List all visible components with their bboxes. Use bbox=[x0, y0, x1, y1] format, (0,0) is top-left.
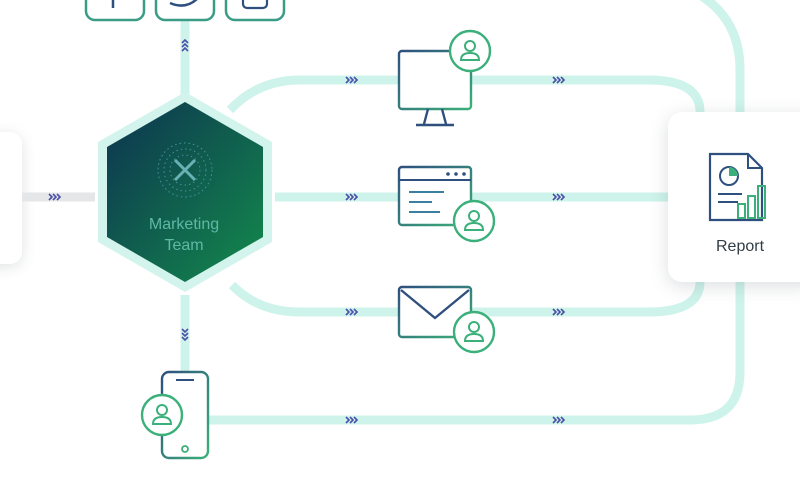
report-card[interactable] bbox=[668, 112, 800, 282]
connector-top bbox=[226, 75, 705, 114]
marketing-team-hub bbox=[98, 92, 272, 292]
hub-logo-icon bbox=[157, 142, 213, 198]
report-label: Report bbox=[715, 238, 765, 255]
user-avatar-envelope-icon bbox=[452, 310, 496, 354]
user-avatar-desktop-icon bbox=[448, 29, 492, 73]
input-source-card bbox=[0, 132, 22, 264]
facebook-icon bbox=[84, 0, 146, 22]
instagram-icon bbox=[224, 0, 286, 22]
browser-window-icon bbox=[397, 165, 473, 227]
user-avatar-phone-icon bbox=[140, 393, 184, 437]
connector-outer-top bbox=[699, 0, 745, 112]
user-avatar-browser-icon bbox=[452, 199, 496, 243]
report-chart-icon bbox=[708, 152, 766, 222]
twitter-icon bbox=[154, 0, 216, 22]
desktop-icon bbox=[397, 49, 473, 127]
connector-phone bbox=[200, 282, 745, 425]
envelope-icon bbox=[397, 285, 473, 339]
